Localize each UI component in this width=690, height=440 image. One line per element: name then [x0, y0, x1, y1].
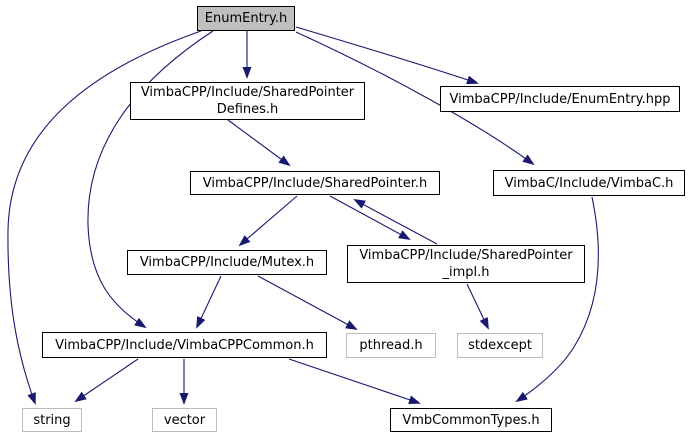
edge-vimbac-to-vmbcommontypes [515, 196, 599, 403]
node-sharedpointerdefines[interactable]: VimbaCPP/Include/SharedPointer Defines.h [130, 82, 365, 120]
edge-sharedpointerdefines-to-sharedpointer [227, 119, 291, 167]
node-enumentry-h: EnumEntry.h [197, 6, 295, 31]
node-sharedpointer[interactable]: VimbaCPP/Include/SharedPointer.h [190, 171, 440, 195]
edge-enumentry-h-to-enumentry-hpp [295, 26, 479, 85]
node-sharedpointer-impl[interactable]: VimbaCPP/Include/SharedPointer _impl.h [347, 245, 585, 283]
edge-mutex-to-pthread [257, 275, 358, 330]
edge-sharedpointer-impl-to-stdexcept [466, 283, 489, 330]
edge-vimbacppcommon-to-vmbcommontypes [288, 358, 421, 405]
edge-sharedpointer-to-mutex [238, 195, 298, 247]
edge-enumentry-h-to-vimbac [295, 31, 535, 166]
node-vmbcommontypes[interactable]: VmbCommonTypes.h [390, 408, 552, 432]
node-vimbacppcommon[interactable]: VimbaCPP/Include/VimbaCPPCommon.h [42, 332, 327, 358]
node-stdexcept: stdexcept [457, 333, 543, 358]
edge-mutex-to-vimbacppcommon [196, 275, 222, 329]
node-enumentry-hpp[interactable]: VimbaCPP/Include/EnumEntry.hpp [440, 86, 680, 112]
node-mutex[interactable]: VimbaCPP/Include/Mutex.h [127, 250, 327, 275]
node-pthread: pthread.h [346, 333, 436, 358]
node-vector: vector [152, 408, 217, 432]
node-string: string [22, 408, 82, 432]
node-vimbac[interactable]: VimbaC/Include/VimbaC.h [493, 170, 685, 196]
edge-vimbacppcommon-to-string [74, 358, 139, 403]
edge-enumentry-h-to-vimbacppcommon [87, 30, 214, 329]
edge-enumentry-h-to-string [7, 30, 202, 405]
edge-sharedpointer-impl-to-sharedpointer [353, 199, 438, 245]
edge-sharedpointer-to-sharedpointer-impl [329, 195, 411, 240]
